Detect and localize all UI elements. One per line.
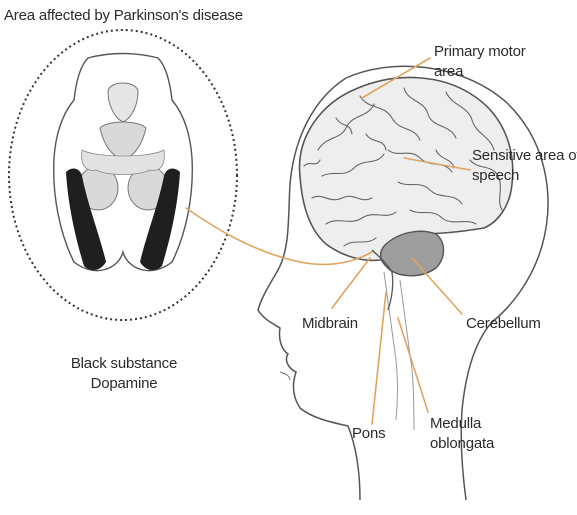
brainstem-spinal-right [400,280,414,430]
label-sensitive-line2: speech [472,166,577,186]
label-medulla-line2: oblongata [430,434,494,454]
brain [300,78,513,310]
label-midbrain: Midbrain [302,314,358,334]
label-pons: Pons [352,424,385,444]
diagram-title: Area affected by Parkinson's disease [4,6,243,26]
leader-midbrain [332,258,370,308]
label-primary-motor-area: Primary motor area [434,42,526,82]
label-black-substance-line1: Black substance [66,354,182,374]
label-cerebellum: Cerebellum [466,314,541,334]
label-sensitive-line1: Sensitive area of [472,146,577,166]
label-black-substance-dopamine: Black substance Dopamine [66,354,182,394]
midbrain-inset [9,30,237,320]
label-black-substance-line2: Dopamine [66,374,182,394]
label-sensitive-area-of-speech: Sensitive area of speech [472,146,577,186]
leader-medulla [398,318,428,412]
label-primary-motor-line2: area [434,62,526,82]
leader-pons [372,292,386,424]
label-medulla-line1: Medulla [430,414,494,434]
label-primary-motor-line1: Primary motor [434,42,526,62]
lip-line [280,372,290,380]
label-medulla-oblongata: Medulla oblongata [430,414,494,454]
